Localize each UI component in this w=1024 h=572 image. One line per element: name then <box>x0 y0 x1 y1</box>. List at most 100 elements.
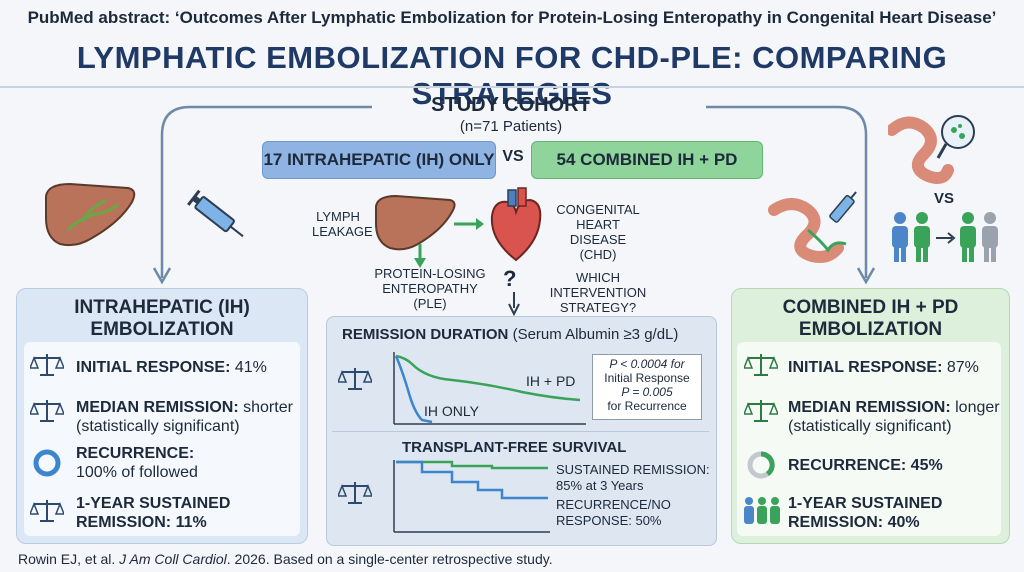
lymph-label-line1: LYMPH <box>316 209 360 224</box>
scale-icon <box>338 482 372 504</box>
ih-median-remission-value: shorter <box>238 399 293 416</box>
combined-heading-line1: COMBINED IH + PD <box>782 297 959 318</box>
right-flow-arrow <box>706 105 868 278</box>
pathway-liver-icon <box>375 194 456 251</box>
cohort-size: (n=71 Patients) <box>459 118 563 135</box>
chd-label-line1: CONGENITAL <box>556 202 640 217</box>
recurrence-partial-ring-icon <box>747 451 775 479</box>
ih-sustained-label: 1-YEAR SUSTAINED <box>76 495 231 512</box>
survival-curves <box>393 460 550 533</box>
ih-series-label: IH ONLY <box>424 403 479 419</box>
scale-icon <box>30 354 64 376</box>
page-title: LYMPHATIC EMBOLIZATION FOR CHD-PLE: COMP… <box>76 40 948 111</box>
combined-median-remission-value: longer <box>950 399 1000 416</box>
scale-icon <box>30 400 64 422</box>
combined-median-remission-detail: (statistically significant) <box>788 418 952 435</box>
ih-remission-curve <box>394 355 433 424</box>
combined-initial-response-label: INITIAL RESPONSE: <box>788 359 943 376</box>
remission-chart-title: REMISSION DURATION (Serum Albumin ≥3 g/d… <box>342 326 678 343</box>
ih-only-group-pill: 17 INTRAHEPATIC (IH) ONLY <box>262 141 496 179</box>
combined-median-remission-label: MEDIAN REMISSION: <box>788 399 951 416</box>
combined-initial-response-value: 87% <box>942 359 979 376</box>
ih-sustained-detail: REMISSION: 11% <box>76 514 207 531</box>
p-value-line3: P = 0.005 <box>621 385 673 399</box>
charts-divider <box>332 431 709 432</box>
question-line2: STRATEGY? <box>559 300 637 315</box>
question-line1: WHICH INTERVENTION <box>549 270 647 300</box>
scale-icon <box>338 368 372 390</box>
combined-sustained-detail: REMISSION: 40% <box>788 514 920 531</box>
remission-title-rest: (Serum Albumin ≥3 g/dL) <box>508 326 679 343</box>
ih-heading-line2: EMBOLIZATION <box>90 319 234 340</box>
citation: Rowin EJ, et al. J Am Coll Cardiol. 2026… <box>18 551 553 567</box>
ih-recurrence: RECURRENCE: 100% of followed <box>76 444 298 482</box>
ih-heading-line1: INTRAHEPATIC (IH) <box>74 297 250 318</box>
left-flow-arrow <box>160 105 372 278</box>
scale-icon <box>744 354 778 376</box>
right-vs-label: VS <box>934 190 955 207</box>
right-flow-arrowhead <box>856 267 876 285</box>
combined-panel-body <box>737 342 1001 536</box>
p-value-line4: for Recurrence <box>607 399 687 413</box>
combined-initial-response: INITIAL RESPONSE: 87% <box>788 358 1000 377</box>
intestine-magnified-icon <box>888 115 975 184</box>
people-group-icon <box>744 497 780 524</box>
ih-sustained-remission: 1-YEAR SUSTAINED REMISSION: 11% <box>76 494 298 532</box>
ple-label-line1: PROTEIN-LOSING <box>374 266 486 281</box>
sustained-remission-label: SUSTAINED REMISSION: 85% at 3 Years <box>556 462 710 494</box>
combined-recurrence-value: 45% <box>906 457 943 474</box>
liver-to-heart-arrow <box>454 218 484 230</box>
which-intervention-label: WHICH INTERVENTION STRATEGY? <box>534 270 662 315</box>
combined-median-remission: MEDIAN REMISSION: longer (statistically … <box>788 398 1000 436</box>
ple-label-line2: ENTEROPATHY <box>382 281 478 296</box>
p-value-box: P < 0.0004 for Initial Response P = 0.00… <box>592 354 702 420</box>
cohort-vs-label: VS <box>502 148 524 165</box>
ih-median-remission-detail: (statistically significant) <box>76 418 240 435</box>
intestine-syringe-icon <box>768 191 857 263</box>
recurrence-label-line2: RESPONSE: 50% <box>556 513 662 528</box>
p-value-line1: P < 0.0004 for <box>609 357 685 371</box>
ih-median-remission-label: MEDIAN REMISSION: <box>76 399 239 416</box>
question-down-arrow <box>508 292 520 316</box>
chd-label: CONGENITAL HEART DISEASE (CHD) <box>548 202 648 262</box>
combined-median-remission-line: MEDIAN REMISSION: longer <box>788 398 1000 417</box>
question-mark-icon: ? <box>503 266 517 291</box>
cohort-title: STUDY COHORT <box>431 94 591 116</box>
syringe-icon <box>187 189 244 238</box>
combined-series-label: IH + PD <box>526 373 576 389</box>
title-divider <box>0 86 1024 88</box>
lymph-label-line2: LEAKAGE <box>312 224 373 239</box>
combined-sustained-label: 1-YEAR SUSTAINED <box>788 495 943 512</box>
survival-chart-title: TRANSPLANT-FREE SURVIVAL <box>402 439 627 456</box>
ih-initial-response: INITIAL RESPONSE: 41% <box>76 358 298 377</box>
patient-groups-icon <box>892 212 998 262</box>
ih-panel-heading: INTRAHEPATIC (IH) EMBOLIZATION <box>16 297 308 341</box>
ih-initial-response-value: 41% <box>230 359 267 376</box>
combined-heading-line2: EMBOLIZATION <box>798 319 943 340</box>
ih-panel-body <box>24 342 300 536</box>
combined-recurrence-label: RECURRENCE: <box>788 457 907 474</box>
chd-label-line2: HEART DISEASE <box>569 217 627 247</box>
citation-journal: J Am Coll Cardiol <box>119 551 227 567</box>
recurrence-label-line1: RECURRENCE/NO <box>556 497 671 512</box>
ple-label: PROTEIN-LOSING ENTEROPATHY (PLE) <box>374 266 486 311</box>
ih-median-remission: MEDIAN REMISSION: shorter (statistically… <box>76 398 298 436</box>
sustained-label-line2: 85% at 3 Years <box>556 478 644 493</box>
remission-title-bold: REMISSION DURATION <box>342 326 509 343</box>
recurrence-curve <box>396 460 548 500</box>
remission-curves <box>393 352 586 425</box>
ih-initial-response-label: INITIAL RESPONSE: <box>76 359 231 376</box>
combined-sustained-remission: 1-YEAR SUSTAINED REMISSION: 40% <box>788 494 1000 532</box>
chd-label-line3: (CHD) <box>579 247 617 262</box>
sustained-remission-curve <box>396 460 548 470</box>
ple-label-line3: (PLE) <box>413 296 447 311</box>
sustained-label-line1: SUSTAINED REMISSION: <box>556 462 710 477</box>
citation-authors: Rowin EJ, et al. <box>18 551 120 567</box>
ih-recurrence-detail: 100% of followed <box>76 464 198 481</box>
ih-recurrence-line: RECURRENCE: <box>76 444 298 463</box>
heart-icon <box>490 187 542 262</box>
combined-group-pill: 54 COMBINED IH + PD <box>531 141 763 179</box>
combined-panel-heading: COMBINED IH + PD EMBOLIZATION <box>731 297 1010 341</box>
p-value-line2: Initial Response <box>604 371 690 385</box>
